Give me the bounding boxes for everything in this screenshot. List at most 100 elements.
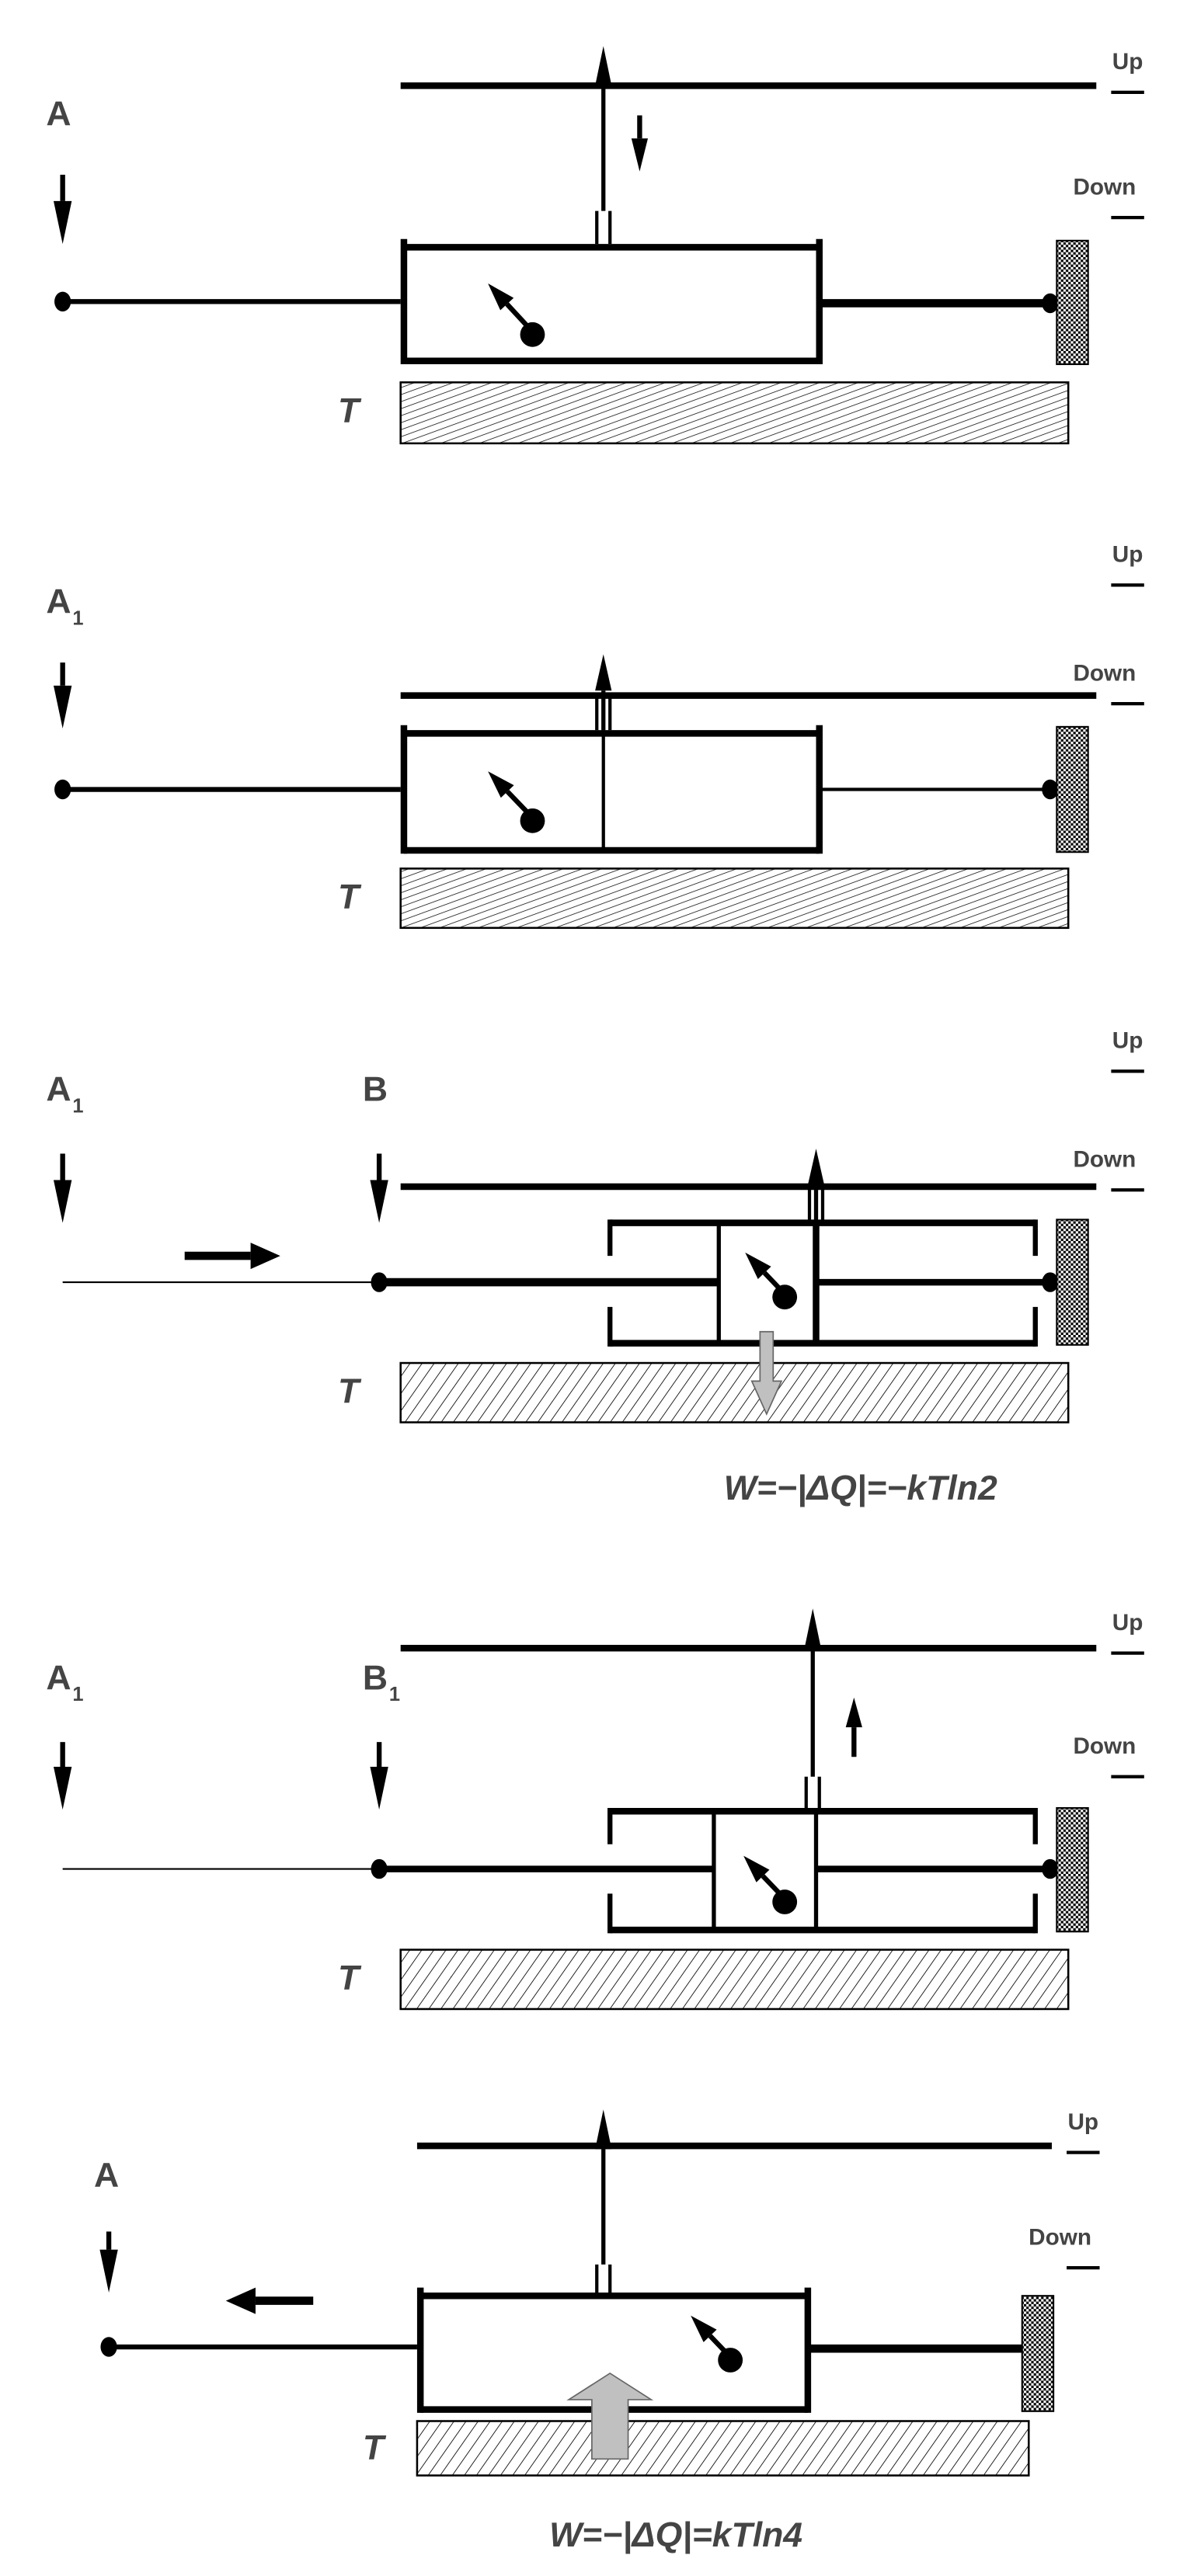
rod-coupling — [595, 695, 612, 731]
level-label-up: Up — [1112, 542, 1143, 568]
gas-molecule — [488, 283, 545, 347]
arrow-head — [631, 138, 649, 172]
reservoir-temperature-label: T — [338, 878, 362, 916]
state-label-b: B — [363, 1659, 388, 1697]
level-label-down: Down — [1073, 660, 1136, 686]
heat-reservoir — [399, 1949, 1070, 2011]
velocity-arrow-icon — [743, 1855, 782, 1896]
down-arrow-icon — [370, 1742, 388, 1810]
down-arrow-icon — [53, 1153, 72, 1223]
lift-arrow-icon — [595, 654, 612, 731]
reservoir-temperature-label: T — [338, 1372, 362, 1410]
level-label-down: Down — [1073, 1733, 1136, 1759]
state-label-a: A — [46, 1659, 71, 1697]
gas-molecule — [743, 1855, 798, 1914]
state-label-b: B — [363, 1071, 388, 1109]
level-label-up: Up — [1112, 1610, 1143, 1636]
arrow-shaft — [761, 1874, 782, 1896]
pivot-dot — [54, 779, 71, 800]
arrow-head — [745, 1252, 771, 1280]
arrow-shaft — [505, 790, 530, 815]
down-arrow-icon — [99, 2231, 118, 2293]
down-arrow-icon — [631, 115, 649, 172]
lift-arrow-icon — [595, 2109, 612, 2265]
arrow-head — [691, 2315, 717, 2342]
arrow-head — [804, 1608, 821, 1649]
molecule-ball — [772, 1285, 798, 1310]
arrow-shaft — [708, 2334, 728, 2354]
heat-flow-arrow-icon — [566, 2372, 654, 2460]
heat-reservoir — [399, 1361, 1070, 1424]
level-label-up: Up — [1112, 1028, 1143, 1054]
arrow-head — [743, 1855, 770, 1882]
down-arrow-icon — [370, 1153, 388, 1223]
arrow-head — [845, 1697, 862, 1728]
velocity-arrow-icon — [488, 283, 530, 329]
reservoir-temperature-label: T — [338, 1959, 362, 1997]
pivot-dot — [1042, 1858, 1059, 1879]
arrow-head — [370, 1180, 388, 1223]
lift-arrow-icon — [804, 1608, 821, 1777]
rod-coupling — [804, 1776, 821, 1810]
heat-flow-arrow-icon — [750, 1330, 783, 1416]
fixed-wall — [1056, 1218, 1089, 1346]
gas-molecule — [691, 2315, 743, 2373]
level-label-up: Up — [1112, 49, 1143, 75]
pivot-dot — [1042, 1272, 1059, 1292]
arrow-head — [370, 1766, 388, 1810]
level-label-down: Down — [1073, 1147, 1136, 1173]
arrow-head — [99, 2249, 118, 2293]
work-formula: W=−|ΔQ|=−kTln2 — [724, 1469, 997, 1507]
level-label-down: Down — [1029, 2224, 1091, 2250]
fixed-wall — [1056, 725, 1089, 853]
state-label-a-subscript: 1 — [72, 1095, 83, 1117]
arrow-shaft — [762, 1271, 782, 1291]
arrow-head — [250, 1243, 280, 1270]
lift-arrow-icon — [595, 46, 612, 211]
heat-reservoir — [399, 381, 1070, 445]
cylinder — [400, 238, 823, 365]
heat-reservoir — [416, 2420, 1030, 2477]
rod-coupling — [595, 2264, 612, 2295]
pivot-dot — [54, 291, 71, 312]
molecule-ball — [520, 808, 545, 833]
state-label-a: A — [46, 1071, 71, 1109]
arrow-head — [53, 685, 72, 729]
down-arrow-icon — [53, 1742, 72, 1810]
arrow-head — [595, 654, 612, 691]
fixed-wall — [1056, 1806, 1089, 1933]
state-label-a-subscript: 1 — [72, 1684, 83, 1705]
arrow-head — [53, 1766, 72, 1810]
velocity-arrow-icon — [691, 2315, 728, 2354]
arrow-head — [488, 771, 514, 798]
rod-coupling — [807, 1186, 825, 1223]
work-formula: W=−|ΔQ|=kTln4 — [549, 2516, 802, 2554]
velocity-arrow-icon — [745, 1252, 782, 1291]
right-arrow-icon — [184, 1243, 280, 1270]
state-label-subscript: 1 — [72, 607, 83, 629]
arrow-head — [488, 283, 514, 311]
arrow-head — [595, 2109, 612, 2150]
molecule-ball — [718, 2348, 743, 2373]
pivot-dot — [1042, 779, 1059, 800]
heat-reservoir — [399, 867, 1070, 930]
state-label: A — [94, 2157, 119, 2195]
state-label-b-subscript: 1 — [389, 1684, 400, 1705]
reservoir-temperature-label: T — [338, 391, 362, 429]
velocity-arrow-icon — [488, 771, 530, 815]
reservoir-temperature-label: T — [363, 2428, 387, 2466]
arrow-head — [807, 1149, 825, 1185]
arrow-head — [53, 200, 72, 245]
arrow-shaft — [505, 302, 530, 329]
gas-molecule — [488, 771, 545, 833]
fixed-wall — [1021, 2295, 1055, 2412]
state-label: A — [46, 95, 71, 133]
up-arrow-icon — [845, 1697, 862, 1757]
lift-arrow-icon — [807, 1149, 825, 1223]
state-label: A — [46, 582, 71, 621]
